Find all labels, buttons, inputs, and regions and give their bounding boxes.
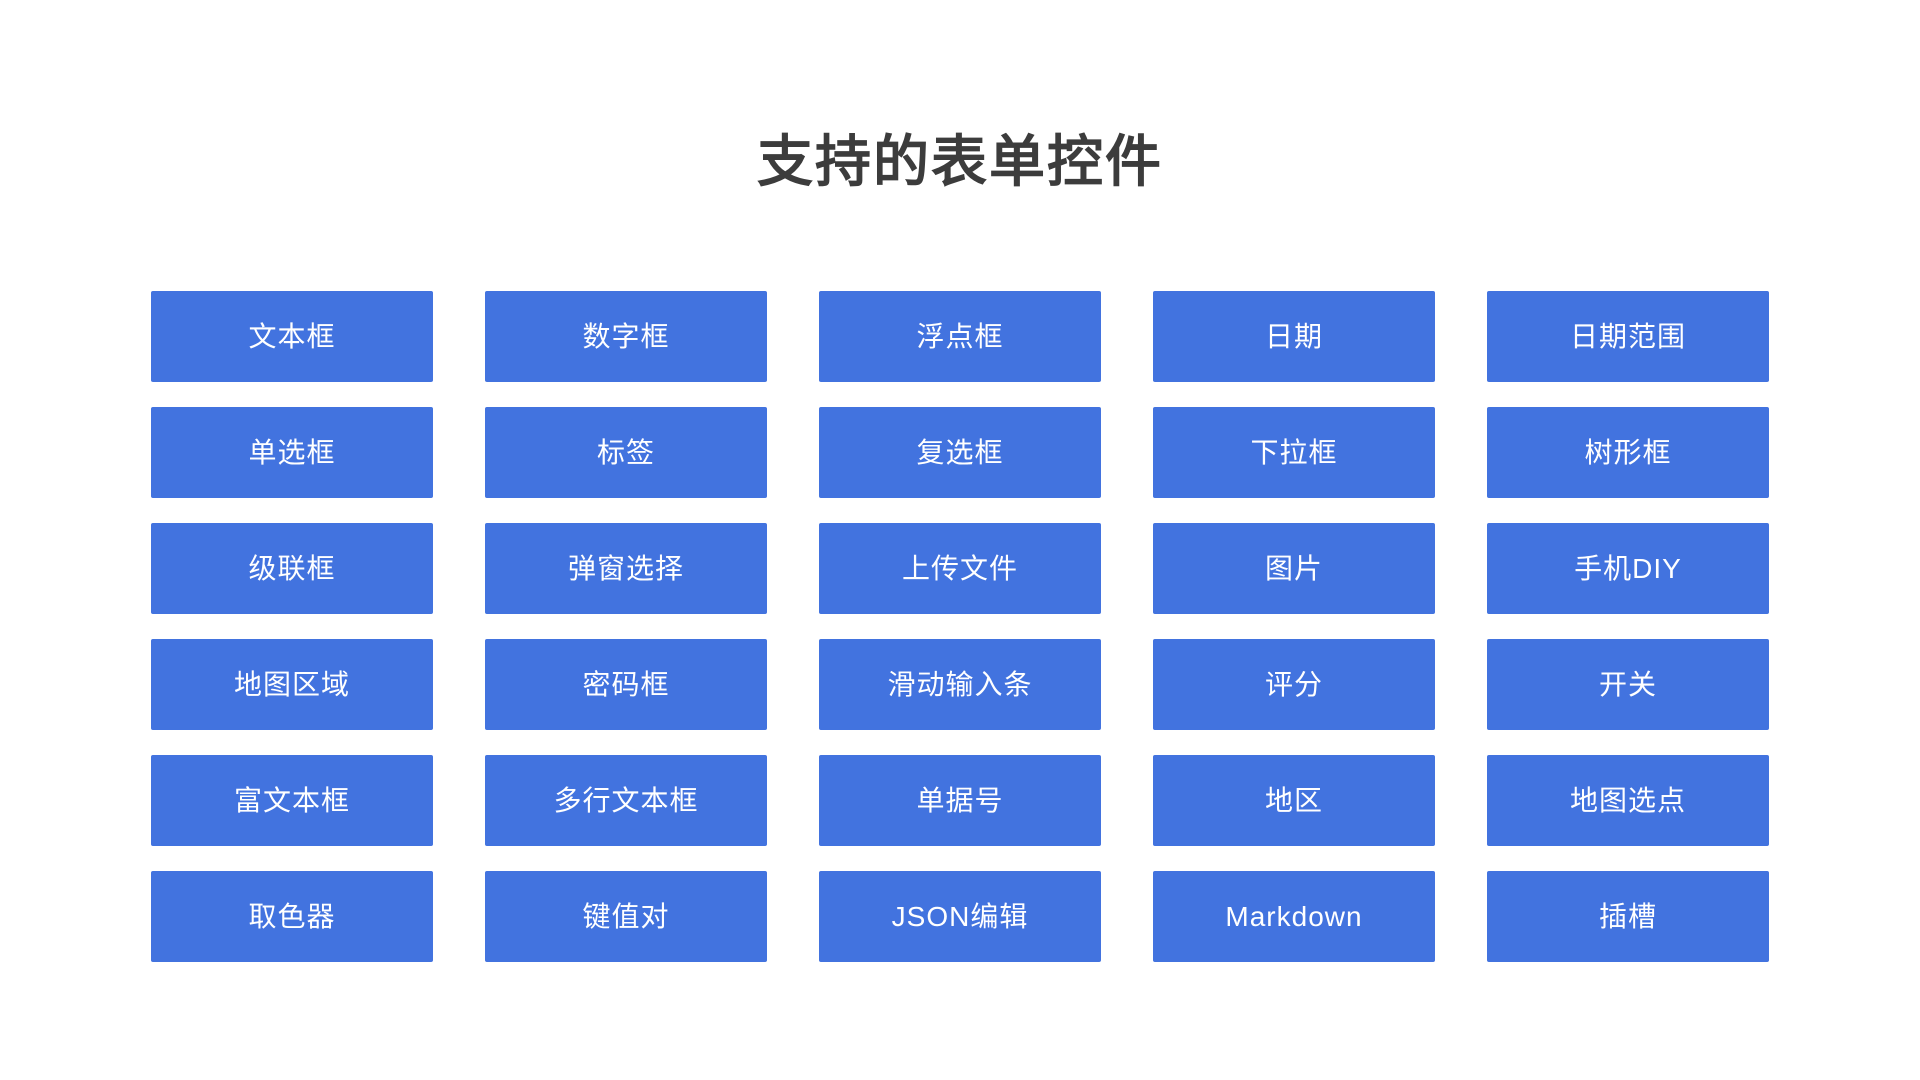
control-button-document-number[interactable]: 单据号 xyxy=(819,755,1101,847)
control-button-number-input[interactable]: 数字框 xyxy=(485,291,767,383)
control-button-label: 多行文本框 xyxy=(553,784,699,816)
control-button-label: 级联框 xyxy=(248,552,336,584)
control-button-label: 上传文件 xyxy=(901,552,1018,584)
controls-grid: 文本框 数字框 浮点框 日期 日期范围 单选框 标签 复选框 下拉框 树形框 级… xyxy=(0,291,1920,963)
control-button-float-input[interactable]: 浮点框 xyxy=(819,291,1101,383)
control-button-popup-select[interactable]: 弹窗选择 xyxy=(485,523,767,615)
control-button-label: 浮点框 xyxy=(916,320,1004,352)
control-button-markdown[interactable]: Markdown xyxy=(1153,871,1435,963)
control-button-label: 树形框 xyxy=(1584,436,1672,468)
control-button-label: 日期范围 xyxy=(1569,320,1686,352)
control-button-label: JSON编辑 xyxy=(891,900,1029,932)
control-button-label: 滑动输入条 xyxy=(887,668,1033,700)
control-button-label: 下拉框 xyxy=(1250,436,1338,468)
control-button-text-input[interactable]: 文本框 xyxy=(151,291,433,383)
control-button-map-area[interactable]: 地图区域 xyxy=(151,639,433,731)
page-title: 支持的表单控件 xyxy=(757,130,1163,193)
control-button-label: 地区 xyxy=(1264,784,1323,816)
control-button-label: 地图选点 xyxy=(1569,784,1686,816)
control-button-switch[interactable]: 开关 xyxy=(1487,639,1769,731)
control-button-json-editor[interactable]: JSON编辑 xyxy=(819,871,1101,963)
control-button-tag[interactable]: 标签 xyxy=(485,407,767,499)
control-button-color-picker[interactable]: 取色器 xyxy=(151,871,433,963)
control-button-slider[interactable]: 滑动输入条 xyxy=(819,639,1101,731)
control-button-map-point[interactable]: 地图选点 xyxy=(1487,755,1769,847)
control-button-key-value[interactable]: 键值对 xyxy=(485,871,767,963)
control-button-rate[interactable]: 评分 xyxy=(1153,639,1435,731)
control-button-cascader[interactable]: 级联框 xyxy=(151,523,433,615)
control-button-select[interactable]: 下拉框 xyxy=(1153,407,1435,499)
control-button-slot[interactable]: 插槽 xyxy=(1487,871,1769,963)
control-button-label: 单选框 xyxy=(248,436,336,468)
control-button-label: 手机DIY xyxy=(1574,552,1682,584)
control-button-label: 复选框 xyxy=(916,436,1004,468)
control-button-label: 取色器 xyxy=(248,900,336,932)
control-button-radio[interactable]: 单选框 xyxy=(151,407,433,499)
control-button-label: 图片 xyxy=(1264,552,1323,584)
control-button-label: 日期 xyxy=(1264,320,1323,352)
control-button-label: 插槽 xyxy=(1598,900,1657,932)
control-button-password-input[interactable]: 密码框 xyxy=(485,639,767,731)
control-button-textarea[interactable]: 多行文本框 xyxy=(485,755,767,847)
control-button-rich-text[interactable]: 富文本框 xyxy=(151,755,433,847)
control-button-label: 弹窗选择 xyxy=(567,552,684,584)
control-button-checkbox[interactable]: 复选框 xyxy=(819,407,1101,499)
control-button-label: 开关 xyxy=(1598,668,1657,700)
control-button-label: 地图区域 xyxy=(233,668,350,700)
control-button-region[interactable]: 地区 xyxy=(1153,755,1435,847)
control-button-date[interactable]: 日期 xyxy=(1153,291,1435,383)
control-button-tree-select[interactable]: 树形框 xyxy=(1487,407,1769,499)
control-button-label: 评分 xyxy=(1264,668,1323,700)
control-button-label: 数字框 xyxy=(582,320,670,352)
control-button-date-range[interactable]: 日期范围 xyxy=(1487,291,1769,383)
control-button-image[interactable]: 图片 xyxy=(1153,523,1435,615)
control-button-file-upload[interactable]: 上传文件 xyxy=(819,523,1101,615)
control-button-label: 文本框 xyxy=(248,320,336,352)
control-button-label: 密码框 xyxy=(582,668,670,700)
control-button-label: Markdown xyxy=(1225,900,1363,932)
control-button-label: 标签 xyxy=(596,436,655,468)
control-button-label: 单据号 xyxy=(916,784,1004,816)
control-button-label: 富文本框 xyxy=(233,784,350,816)
control-button-mobile-diy[interactable]: 手机DIY xyxy=(1487,523,1769,615)
control-button-label: 键值对 xyxy=(582,900,670,932)
